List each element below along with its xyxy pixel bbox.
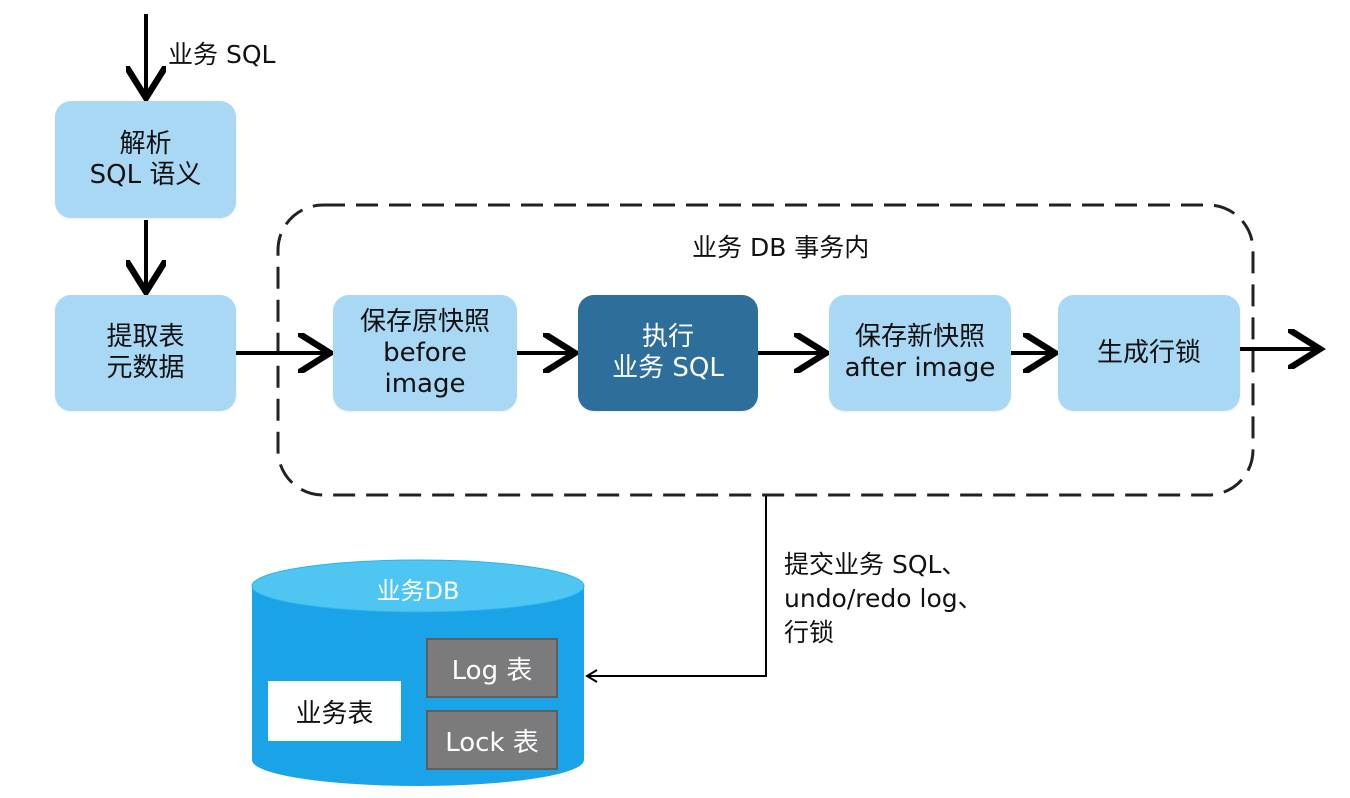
- step-parse-line1: 解析: [119, 128, 172, 159]
- step-after-image: 保存新快照 after image: [829, 295, 1011, 411]
- transaction-boundary: [276, 203, 1255, 497]
- transaction-label: 业务 DB 事务内: [692, 233, 870, 262]
- step-extract: 提取表 元数据: [55, 295, 236, 411]
- step-lock-line1: 生成行锁: [1096, 337, 1201, 368]
- commit-label: 提交业务 SQL、 undo/redo log、 行锁: [784, 548, 983, 650]
- input-label: 业务 SQL: [168, 40, 276, 69]
- commit-label-line3: 行锁: [784, 618, 835, 647]
- step-before-line2: before: [383, 337, 467, 368]
- step-row-lock: 生成行锁: [1058, 295, 1240, 411]
- commit-label-line2: undo/redo log、: [784, 584, 983, 613]
- step-extract-line2: 元数据: [106, 353, 185, 383]
- step-extract-line1: 提取表: [106, 322, 185, 352]
- step-execute-line1: 执行: [641, 322, 694, 352]
- arrow-commit-db: [585, 496, 767, 683]
- step-parse: 解析 SQL 语义: [55, 101, 236, 218]
- step-execute: 执行 业务 SQL: [578, 295, 758, 411]
- lock-table: Lock 表: [426, 710, 558, 770]
- step-after-line2: after image: [844, 353, 996, 383]
- commit-label-line1: 提交业务 SQL、: [784, 550, 967, 579]
- step-before-line3: image: [384, 368, 466, 399]
- database-title: 业务DB: [376, 577, 460, 605]
- log-table: Log 表: [426, 638, 558, 698]
- step-before-image: 保存原快照 before image: [333, 295, 517, 411]
- step-execute-line2: 业务 SQL: [612, 353, 724, 383]
- business-table: 业务表: [268, 681, 401, 741]
- step-before-line1: 保存原快照: [359, 306, 490, 337]
- step-parse-line2: SQL 语义: [89, 159, 202, 190]
- step-after-line1: 保存新快照: [854, 322, 985, 352]
